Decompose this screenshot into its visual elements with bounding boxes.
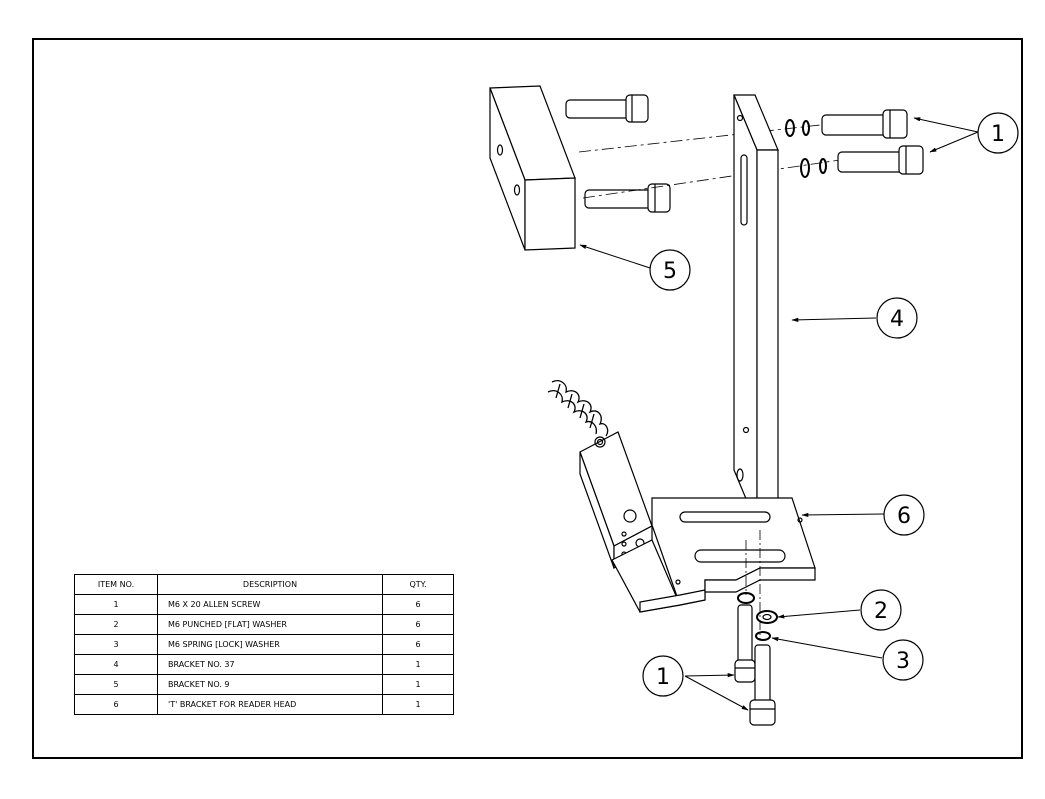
callout-2: 2: [874, 599, 888, 624]
qty-cell: 1: [382, 674, 454, 695]
description-cell: BRACKET NO. 9: [157, 674, 383, 695]
callout-1-top: 1: [991, 122, 1005, 147]
table-row: 1 M6 X 20 ALLEN SCREW 6: [74, 594, 454, 615]
table-row: 4 BRACKET NO. 37 1: [74, 654, 454, 675]
col-header-qty: QTY.: [382, 574, 454, 595]
table-row: 3 M6 SPRING [LOCK] WASHER 6: [74, 634, 454, 655]
col-header-description: DESCRIPTION: [157, 574, 383, 595]
callout-1-bottom: 1: [656, 665, 670, 690]
description-cell: M6 PUNCHED [FLAT] WASHER: [157, 614, 383, 635]
qty-cell: 6: [382, 614, 454, 635]
qty-cell: 1: [382, 694, 454, 715]
item-no-cell: 5: [74, 674, 158, 695]
description-cell: 'T' BRACKET FOR READER HEAD: [157, 694, 383, 715]
table-row: 6 'T' BRACKET FOR READER HEAD 1: [74, 694, 454, 715]
allen-screw-lower-left: [584, 183, 671, 213]
callout-5: 5: [663, 259, 677, 284]
bracket-no-37: [733, 94, 779, 526]
item-no-cell: 6: [74, 694, 158, 715]
item-no-cell: 1: [74, 594, 158, 615]
reader-head-cable: [547, 380, 609, 437]
table-row: 5 BRACKET NO. 9 1: [74, 674, 454, 695]
item-no-cell: 4: [74, 654, 158, 675]
col-header-item-no: ITEM NO.: [74, 574, 158, 595]
qty-cell: 6: [382, 594, 454, 615]
bill-of-materials-table: ITEM NO. DESCRIPTION QTY. 1 M6 X 20 ALLE…: [74, 574, 454, 715]
allen-screw-upper-right: [821, 109, 908, 139]
callout-6: 6: [897, 504, 911, 529]
qty-cell: 1: [382, 654, 454, 675]
table-header-row: ITEM NO. DESCRIPTION QTY.: [74, 574, 454, 595]
washers-bottom: [737, 592, 778, 641]
description-cell: BRACKET NO. 37: [157, 654, 383, 675]
allen-screw-lower-right: [837, 145, 924, 175]
item-no-cell: 2: [74, 614, 158, 635]
drawing-border: [32, 38, 1023, 759]
description-cell: M6 SPRING [LOCK] WASHER: [157, 634, 383, 655]
bracket-no-9: [489, 85, 576, 251]
callout-3: 3: [896, 649, 910, 674]
description-cell: M6 X 20 ALLEN SCREW: [157, 594, 383, 615]
qty-cell: 6: [382, 634, 454, 655]
allen-screw-upper-left: [565, 94, 649, 123]
item-no-cell: 3: [74, 634, 158, 655]
t-bracket-for-reader-head: [611, 497, 816, 640]
callout-leaders: [579, 117, 979, 711]
allen-screw-bottom-left: [734, 604, 756, 683]
callout-4: 4: [890, 307, 904, 332]
allen-screw-bottom-right: [749, 644, 776, 726]
table-row: 2 M6 PUNCHED [FLAT] WASHER 6: [74, 614, 454, 635]
callout-circles: [642, 112, 1019, 697]
washers-right: [785, 119, 827, 178]
